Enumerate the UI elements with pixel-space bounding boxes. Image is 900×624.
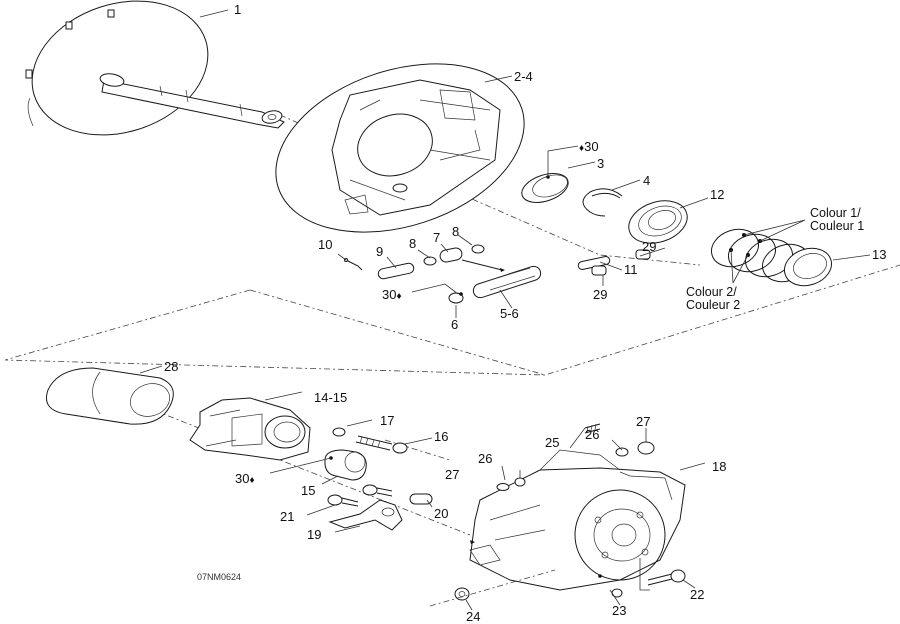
part-16-17-screw [332,427,408,454]
callout-21: 21 [280,509,295,524]
callout-24: 24 [466,609,481,624]
callout-19: 19 [307,527,322,542]
callout-8-left: 8 [409,236,417,251]
callout-14-15: 14-15 [314,390,348,405]
callout-10: 10 [318,237,333,252]
callout-27-right: 27 [636,414,651,429]
callout-16: 16 [434,429,449,444]
callout-29-top: 29 [642,239,657,254]
callout-29-bottom: 29 [593,287,608,302]
callout-28: 28 [164,359,179,374]
callout-18: 18 [712,459,727,474]
colour-2-note: Colour 2/ Couleur 2 [686,285,741,313]
callout-26-right: 26 [585,427,600,442]
part-2-4-movable-sheave [275,63,525,233]
callout-26-left: 26 [478,451,493,466]
callout-27-left: 27 [445,467,460,482]
lubricant-drop-icon: ♦ [579,143,585,154]
parts-19-21-arm-pins [327,484,433,531]
part-13-spring [711,219,871,287]
part-4-circlip [582,188,623,217]
lubricant-callout-30-top: ♦30 [579,139,599,154]
colour-1-note: Colour 1/ Couleur 1 [810,206,865,234]
callout-8-right: 8 [452,224,460,239]
lubricant-callout-30-middle: 30♦ [382,287,402,302]
parts-5-11-small-hardware [344,244,651,304]
callout-22: 22 [690,587,705,602]
callout-5-6: 5-6 [500,306,519,321]
callout-25: 25 [545,435,560,450]
part-3-bushing [521,145,579,203]
callout-15: 15 [301,483,316,498]
part-12-spring-seat [628,200,688,244]
parts-22-27-hardware [429,423,686,607]
callout-23: 23 [612,603,627,618]
part-1-fixed-sheave [25,0,285,136]
callout-9: 9 [376,244,384,259]
callout-6: 6 [451,317,459,332]
part-28-sleeve [46,367,174,425]
part-15-bushing [269,449,367,485]
callout-12: 12 [710,187,725,202]
lubricant-drop-icon: ♦ [396,291,402,302]
callout-17: 17 [380,413,395,428]
callout-20: 20 [434,506,449,521]
callout-leaders [139,9,709,611]
drawing-code: 07NM0624 [197,572,242,582]
callout-11: 11 [624,262,638,277]
part-14-15-spider [189,397,311,461]
callout-4: 4 [643,173,651,188]
lubricant-callout-30-bottom: 30♦ [235,471,255,486]
callout-3: 3 [597,156,605,171]
lubricant-drop-icon: ♦ [249,475,255,486]
part-18-governor-cup [469,449,686,591]
callout-13: 13 [872,247,887,262]
callout-1: 1 [234,2,242,17]
callout-2-4: 2-4 [514,69,533,84]
callout-7: 7 [433,230,441,245]
